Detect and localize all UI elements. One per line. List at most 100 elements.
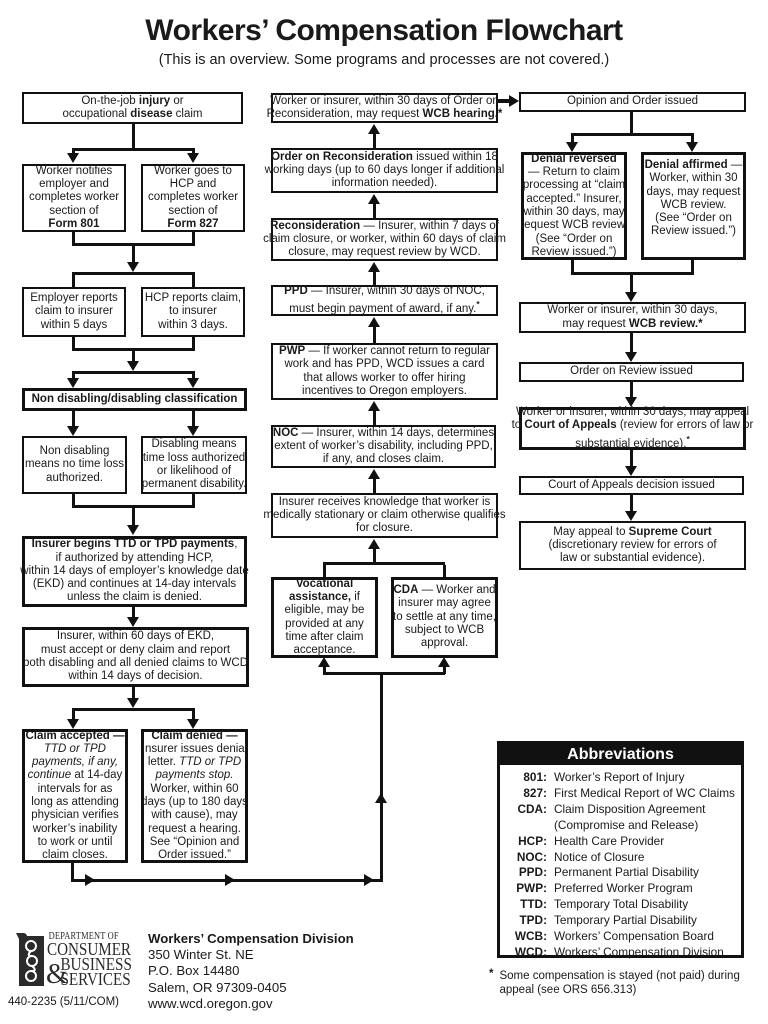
connector-line (72, 505, 195, 508)
connector-line (630, 382, 633, 398)
connector-line (443, 565, 446, 577)
abbr-key: 827: (523, 785, 547, 800)
dcbs-logo-text: DEPARTMENT OF CONSUMER BUSINESS SERVICES (47, 931, 132, 988)
connector-line (323, 672, 445, 675)
connector-line (323, 666, 326, 674)
logo-line-department-of: DEPARTMENT OF (48, 931, 119, 942)
arrowhead-d (625, 466, 637, 476)
arrowhead-u (368, 469, 380, 479)
abbreviations-list: 801: Worker’s Report of Injury 827:First M… (500, 765, 741, 961)
arrowhead-d (127, 361, 139, 371)
arrowhead-d (127, 525, 139, 535)
abbr-definition: Worker’s Report of Injury (554, 770, 685, 784)
arrowhead-d (127, 617, 139, 627)
connector-line (72, 494, 75, 507)
footnote-asterisk: * (489, 968, 494, 980)
abbr-definition: Temporary Total Disability (554, 897, 689, 912)
connector-line (323, 562, 445, 565)
arrowhead-d (566, 142, 578, 152)
abbr-definition: Temporary Partial Disability (554, 913, 697, 928)
abbr-definition: Preferred Worker Program (554, 881, 693, 896)
page-subtitle: (This is an overview. Some programs and … (158, 52, 610, 68)
arrowhead-r (509, 94, 519, 107)
connector-line (380, 675, 383, 882)
connector-line (192, 711, 195, 720)
connector-line (630, 333, 633, 352)
connector-line (192, 494, 195, 507)
abbr-row-wcb: WCB:Workers’ Compensation Board (500, 929, 741, 945)
abbreviations-title: Abbreviations (500, 744, 741, 765)
arrowhead-u (368, 262, 380, 272)
connector-line (72, 348, 195, 351)
abbreviations-legend: Abbreviations 801: Worker’s Report of Inj… (497, 741, 744, 961)
connector-line (72, 148, 195, 151)
connector-line (71, 863, 74, 882)
abbr-key: TTD: (520, 897, 547, 912)
connector-line (323, 565, 326, 577)
abbr-row-827: 827:First Medical Report of WC Claims (500, 786, 741, 802)
abbr-definition: Workers’ Compensation Division (554, 944, 724, 959)
box-insurer-accept-deny: Insurer, within 60 days of EKD,must acce… (22, 627, 249, 687)
connector-line (373, 411, 376, 425)
arrowhead-r (85, 874, 95, 886)
address-street: 350 Winter St. NE (148, 947, 254, 963)
box-noc: NOC — Insurer, within 14 days, determine… (271, 425, 496, 468)
abbr-key: TPD: (519, 913, 547, 928)
connector-line (630, 450, 633, 467)
connector-line (373, 548, 376, 562)
arrowhead-d (67, 426, 79, 436)
arrowhead-r (364, 874, 374, 886)
box-order-on-review-issued: Order on Review issued (519, 362, 744, 382)
abbr-key: CDA: (517, 801, 548, 816)
arrowhead-d (127, 698, 139, 708)
connector-line (192, 275, 195, 288)
address-block: Workers’ Compensation Division 350 Winte… (148, 931, 354, 1012)
connector-line (72, 411, 75, 427)
connector-line (373, 134, 376, 148)
box-reconsideration: Reconsideration — Insurer, within 7 days… (263, 218, 506, 261)
box-appeal-court-of-appeals: Worker or insurer, within 30 days, may a… (511, 406, 754, 450)
connector-line (373, 272, 376, 285)
connector-line (192, 374, 195, 379)
connector-line (132, 687, 135, 699)
box-insurer-begins-payments: Insurer begins TTD or TPD payments,if au… (20, 536, 249, 607)
arrowhead-d (187, 378, 199, 388)
address-pobox: P.O. Box 14480 (148, 963, 240, 979)
connector-line (192, 411, 195, 427)
arrowhead-u (375, 793, 387, 803)
connector-line (630, 112, 633, 133)
abbr-key: 801: (523, 770, 547, 784)
connector-line (498, 99, 509, 103)
arrowhead-u (438, 657, 450, 667)
connector-line (373, 479, 376, 493)
connector-line (373, 327, 376, 343)
abbr-row-tpd: TPD: Temporary Partial Disability (500, 913, 741, 929)
abbr-key: NOC: (516, 849, 547, 864)
abbr-definition: Claim Disposition Agreement (Compromise … (554, 801, 706, 832)
connector-line (192, 232, 195, 245)
abbr-key: WCD: (514, 944, 547, 959)
box-order-on-reconsideration: Order on Reconsideration issued within 1… (265, 148, 504, 193)
abbr-row-ppd: PPD:Permanent Partial Disability (500, 865, 741, 881)
connector-line (72, 272, 195, 275)
arrowhead-u (368, 317, 380, 327)
connector-line (132, 607, 135, 618)
abbr-definition: Workers’ Compensation Board (554, 929, 714, 944)
connector-line (192, 337, 195, 350)
abbr-key: HCP: (518, 833, 547, 848)
connector-line (72, 371, 195, 374)
connector-line (443, 666, 446, 674)
connector-line (72, 708, 195, 711)
arrowhead-d (67, 719, 79, 729)
abbr-row-noc: NOC:Notice of Closure (500, 850, 741, 866)
abbr-definition: Health Care Provider (554, 833, 665, 848)
